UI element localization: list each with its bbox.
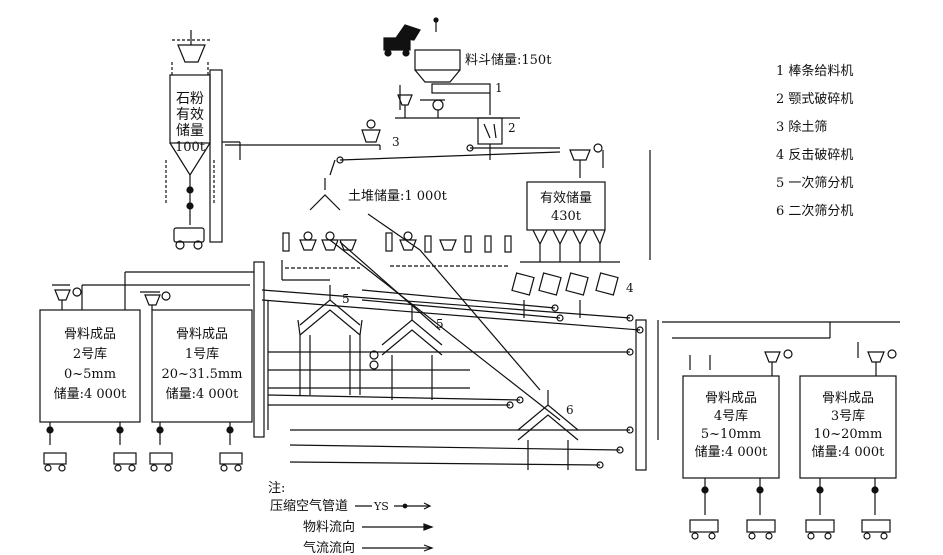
silo-2-label-1: 骨料成品: [64, 327, 116, 342]
surge-bin-label-1: 有效储量: [540, 191, 592, 206]
dump-truck-icon: [383, 24, 421, 57]
primary-screen-b: [369, 305, 443, 400]
silo-4-label-2: 4号库: [714, 408, 748, 424]
gas-flow-arrow: [423, 544, 434, 552]
silo-4-label-1: 骨料成品: [705, 391, 757, 406]
marker-3: 3: [392, 135, 400, 149]
bucket-elevator-right: [635, 319, 647, 471]
marker-2: 2: [508, 121, 516, 135]
notes-air-pipe-label: 压缩空气管道: [270, 498, 348, 514]
legend-item-2: 2 颚式破碎机: [776, 92, 853, 107]
silo-2-label-3: 0~5mm: [64, 367, 116, 382]
conveyor-belts: [261, 213, 644, 469]
grizzly-feeder: [431, 83, 491, 94]
stone-powder-label-1: 石粉: [176, 91, 204, 107]
notes-gas-flow-label: 气流流向: [303, 540, 355, 555]
stone-powder-silo: [165, 30, 241, 250]
silo-2: [39, 284, 141, 472]
jaw-crusher: [477, 117, 503, 145]
legend-item-5: 5 一次筛分机: [776, 175, 853, 191]
hopper-box: [414, 49, 461, 71]
silo-1-label-4: 储量:4 000t: [166, 387, 240, 402]
stone-powder-label-3: 储量: [176, 123, 204, 139]
marker-5b: 5: [436, 317, 444, 331]
marker-5a: 5: [342, 292, 350, 306]
legend-item-1: 1 棒条给料机: [776, 63, 853, 79]
silo-1-label-2: 1号库: [185, 346, 219, 362]
notes-material-flow-label: 物料流向: [303, 519, 355, 535]
silo-2-label-4: 储量:4 000t: [54, 387, 128, 402]
legend-item-6: 6 二次筛分机: [776, 203, 853, 219]
silo-1-label-1: 骨料成品: [176, 327, 228, 342]
silo-2-label-2: 2号库: [73, 346, 107, 362]
legend-item-3: 3 除土筛: [776, 120, 827, 135]
silo-3-label-3: 10~20mm: [814, 427, 883, 442]
impact-crushers: [511, 272, 619, 296]
silo-1-label-3: 20~31.5mm: [161, 367, 242, 382]
silo-3-label-1: 骨料成品: [822, 391, 874, 406]
air-pipe-dot: [402, 503, 408, 509]
stone-powder-label-4: 100t: [175, 140, 206, 155]
soil-screen: [361, 129, 381, 143]
notes-air-pipe-mark: YS: [373, 500, 389, 513]
silo-3-label-2: 3号库: [831, 408, 865, 424]
bucket-elevator-left: [253, 261, 265, 438]
marker-1: 1: [495, 81, 503, 95]
primary-screen-a: [297, 285, 363, 395]
stone-powder-label-2: 有效: [176, 107, 204, 123]
marker-6: 6: [566, 403, 574, 417]
silo-3: [799, 342, 897, 540]
material-flow-arrow: [423, 523, 434, 531]
notes-title: 注:: [268, 481, 285, 496]
legend-item-4: 4 反击破碎机: [776, 148, 853, 163]
marker-4: 4: [626, 281, 634, 295]
surge-bin: [526, 181, 606, 231]
dust-collector-row: [282, 231, 512, 253]
air-pipe-arrow: [423, 502, 432, 510]
hopper-label: 料斗储量:150t: [465, 53, 552, 68]
silo-4-label-4: 储量:4 000t: [695, 445, 769, 460]
silo-3-label-4: 储量:4 000t: [812, 445, 886, 460]
soil-pile-label: 土堆储量:1 000t: [348, 189, 448, 204]
silo-4: [682, 349, 793, 540]
surge-bin-label-2: 430t: [551, 209, 582, 224]
soil-pile-icon: [309, 194, 341, 211]
silo-4-label-3: 5~10mm: [701, 427, 761, 442]
silo-1: [140, 291, 253, 472]
